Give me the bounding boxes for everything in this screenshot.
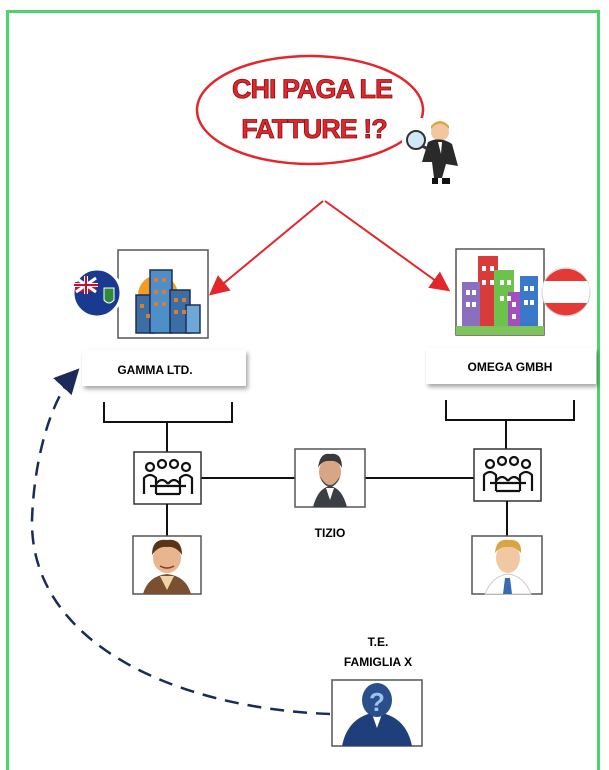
arrow-to-omega bbox=[324, 200, 451, 292]
trust-to-gamma-dashed-arrow bbox=[30, 368, 331, 716]
gamma-bracket bbox=[103, 402, 233, 423]
omega-label-box: OMEGA GMBH bbox=[426, 348, 596, 384]
british-virgin-islands-flag-icon bbox=[71, 267, 123, 319]
omega-bracket bbox=[445, 400, 575, 421]
gamma-company-icon bbox=[117, 249, 209, 339]
tizio-label: TIZIO bbox=[315, 526, 346, 540]
right-person-avatar bbox=[471, 535, 543, 595]
detective-icon bbox=[402, 118, 468, 188]
left-person-avatar bbox=[132, 535, 202, 595]
omega-label: OMEGA GMBH bbox=[468, 360, 553, 374]
arrow-to-gamma bbox=[208, 200, 324, 296]
left-board-icon bbox=[133, 451, 202, 505]
omega-company-icon bbox=[455, 248, 545, 336]
trust-label-line-2: FAMIGLIA X bbox=[344, 655, 412, 669]
title-bubble: CHI PAGA LE FATTURE !? bbox=[195, 54, 425, 166]
question-mark-icon: ? bbox=[369, 687, 385, 717]
trust-avatar: ? bbox=[331, 679, 423, 747]
trust-label-line-1: T.E. bbox=[368, 635, 389, 649]
gamma-label: GAMMA LTD. bbox=[117, 363, 192, 377]
right-board-icon bbox=[473, 448, 542, 502]
austria-flag-icon bbox=[541, 267, 591, 317]
diagram-frame bbox=[6, 10, 600, 770]
tizio-avatar bbox=[294, 448, 366, 508]
title-line-1: CHI PAGA LE bbox=[232, 74, 392, 104]
gamma-label-box: GAMMA LTD. bbox=[82, 350, 246, 386]
title-line-2: FATTURE !? bbox=[241, 114, 386, 144]
